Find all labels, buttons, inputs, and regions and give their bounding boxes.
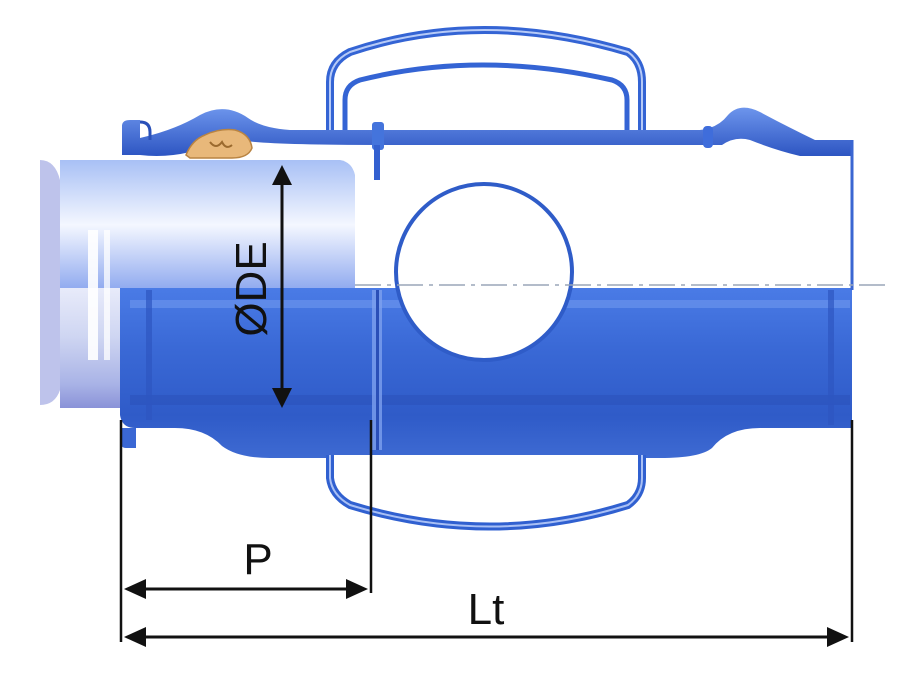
diameter-label: ØDE bbox=[227, 241, 276, 336]
fitting-wall-upper bbox=[122, 107, 852, 180]
lower-bridge bbox=[326, 455, 646, 531]
total-length-dimension bbox=[124, 627, 849, 647]
total-length-label: Lt bbox=[468, 585, 505, 634]
upper-bridge bbox=[326, 26, 646, 130]
socket-depth-label: P bbox=[243, 535, 272, 584]
branch-outlet bbox=[394, 182, 574, 362]
diameter-dimension bbox=[272, 165, 292, 408]
gasket-seal-icon bbox=[185, 128, 253, 159]
socket-depth-dimension bbox=[124, 579, 368, 599]
